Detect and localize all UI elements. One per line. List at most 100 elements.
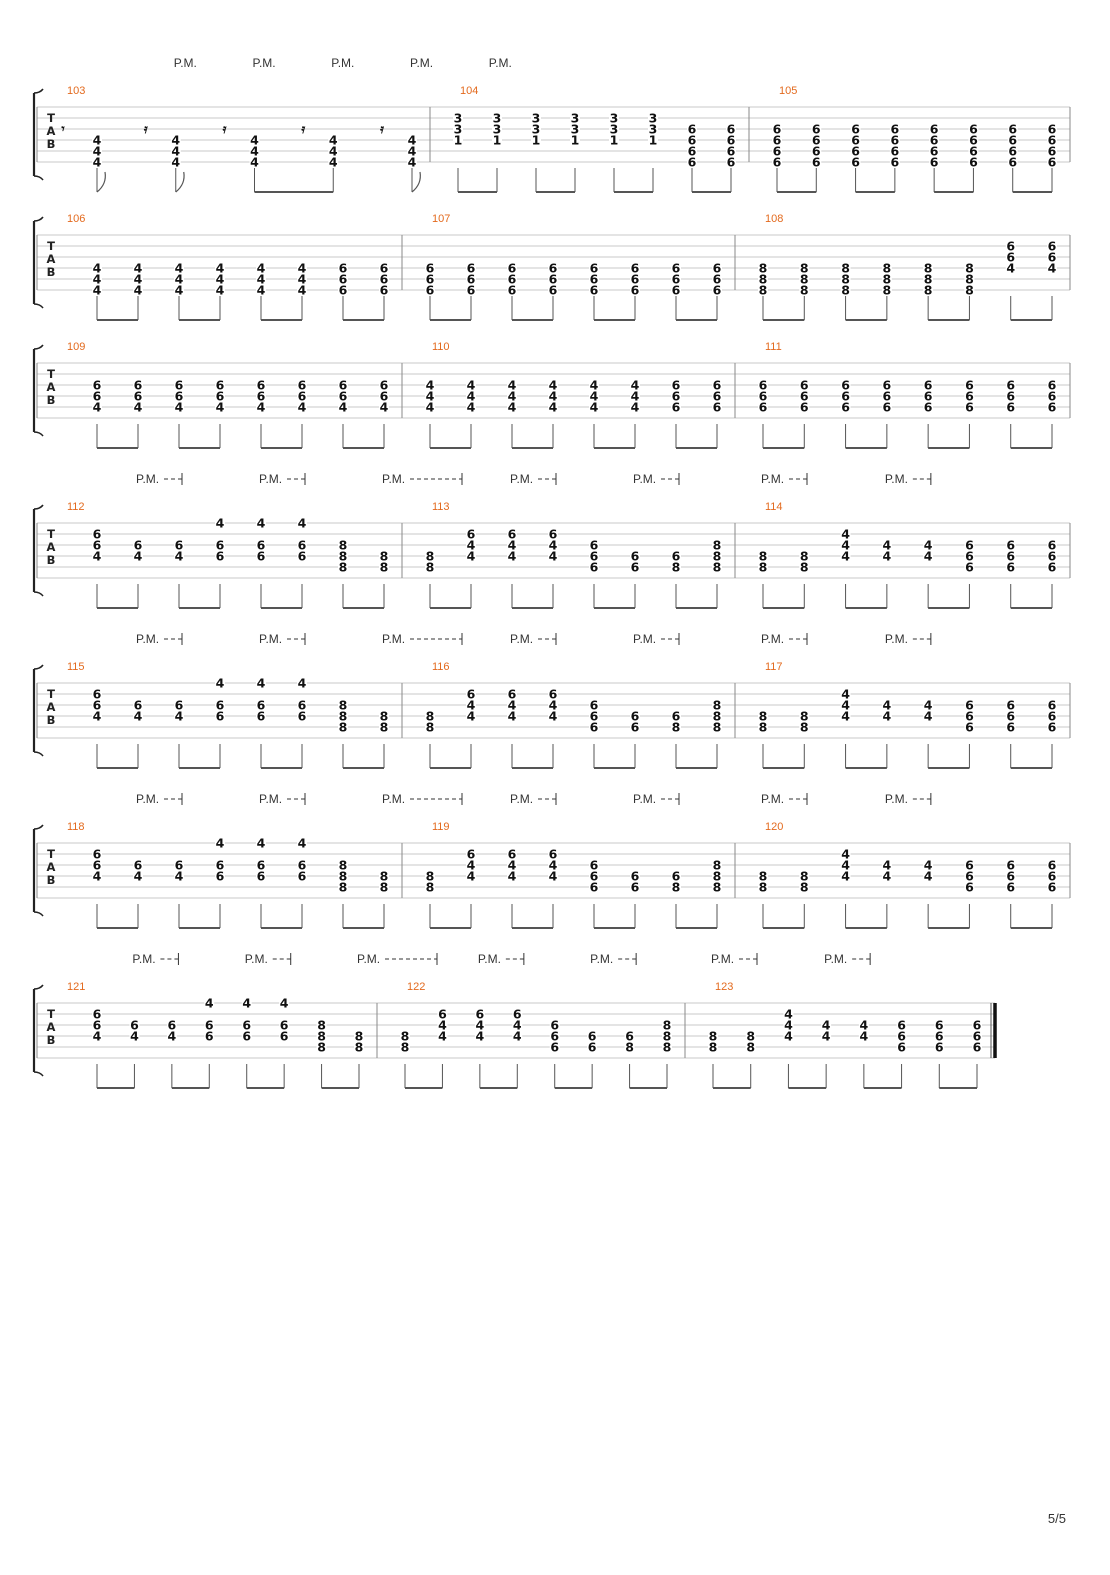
fret-number: 6: [1006, 858, 1015, 873]
fret-mask: [964, 273, 975, 285]
palm-mute-label: P.M.: [259, 472, 282, 486]
fret-number: 6: [759, 378, 768, 393]
fret-mask: [92, 848, 102, 860]
fret-number: 4: [93, 261, 102, 276]
fret-mask: [799, 273, 810, 285]
fret-mask: [624, 1041, 635, 1053]
fret-number: 6: [257, 709, 266, 724]
fret-number: 6: [550, 1040, 559, 1055]
fret-mask: [354, 1041, 364, 1053]
tab-clef-letter: T: [47, 1007, 55, 1021]
fret-mask: [881, 379, 892, 391]
fret-mask: [964, 539, 975, 551]
fret-mask: [531, 134, 541, 146]
fret-number: 8: [401, 1029, 410, 1044]
fret-mask: [215, 870, 225, 882]
fret-mask: [256, 390, 266, 402]
fret-number: 3: [649, 122, 658, 137]
fret-mask: [92, 528, 102, 540]
fret-number: 8: [355, 1029, 364, 1044]
fret-number: 8: [965, 261, 974, 276]
fret-mask: [338, 881, 348, 893]
fret-number: 6: [713, 400, 722, 415]
fret-number: 4: [175, 272, 184, 287]
fret-number: 6: [713, 378, 722, 393]
fret-number: 8: [663, 1040, 672, 1055]
measure-number: 113: [432, 501, 450, 513]
fret-number: 4: [175, 261, 184, 276]
fret-mask: [256, 273, 266, 285]
fret-mask: [379, 710, 389, 722]
fret-number: 4: [216, 516, 225, 531]
fret-mask: [328, 156, 339, 168]
fret-mask: [548, 539, 558, 551]
fret-number: 4: [841, 549, 850, 564]
fret-mask: [174, 550, 184, 562]
system-bracket-curl: [33, 504, 44, 597]
fret-mask: [241, 1019, 252, 1031]
fret-number: 6: [467, 527, 476, 542]
fret-mask: [92, 870, 102, 882]
fret-number: 4: [924, 549, 933, 564]
fret-number: 6: [1048, 549, 1057, 564]
fret-mask: [923, 550, 934, 562]
fret-number: 8: [759, 283, 768, 298]
fret-mask: [671, 721, 681, 733]
fret-mask: [1047, 859, 1057, 871]
fret-number: 4: [298, 400, 307, 415]
palm-mute-label: P.M.: [885, 632, 908, 646]
fret-number: 4: [476, 1029, 485, 1044]
fret-mask: [964, 859, 975, 871]
fret-number: 6: [134, 378, 143, 393]
measure-number: 120: [765, 821, 783, 833]
fret-number: 4: [298, 272, 307, 287]
fret-number: 8: [800, 283, 809, 298]
fret-mask: [589, 721, 599, 733]
fret-mask: [92, 1030, 102, 1042]
fret-mask: [923, 262, 934, 274]
fret-mask: [624, 1030, 635, 1042]
fret-number: 4: [257, 261, 266, 276]
fret-mask: [466, 401, 476, 413]
page-number: 5/5: [1048, 1511, 1066, 1526]
fret-mask: [1047, 262, 1057, 274]
fret-mask: [840, 273, 851, 285]
fret-number: 4: [93, 144, 102, 159]
fret-number: 6: [1048, 709, 1057, 724]
fret-mask: [531, 123, 541, 135]
fret-mask: [840, 401, 851, 413]
fret-number: 4: [257, 676, 266, 691]
fret-mask: [297, 539, 307, 551]
fret-mask: [671, 561, 681, 573]
fret-mask: [297, 859, 307, 871]
fret-number: 6: [242, 1029, 251, 1044]
fret-mask: [338, 390, 348, 402]
fret-number: 4: [134, 869, 143, 884]
fret-mask: [92, 134, 102, 146]
fret-number: 4: [841, 538, 850, 553]
fret-mask: [338, 699, 348, 711]
fret-number: 6: [590, 709, 599, 724]
fret-number: 6: [257, 549, 266, 564]
fret-mask: [548, 710, 558, 722]
fret-number: 6: [773, 133, 782, 148]
fret-mask: [92, 262, 102, 274]
fret-number: 6: [216, 538, 225, 553]
fret-number: 6: [891, 133, 900, 148]
measure-number: 114: [765, 501, 783, 513]
fret-mask: [297, 699, 307, 711]
tab-clef-letter: T: [47, 687, 55, 701]
fret-number: 6: [93, 389, 102, 404]
eighth-rest: 𝄾: [60, 121, 65, 136]
fret-number: 6: [298, 698, 307, 713]
palm-mute-label: P.M.: [136, 472, 159, 486]
fret-number: 6: [965, 389, 974, 404]
fret-number: 6: [380, 389, 389, 404]
fret-number: 6: [175, 538, 184, 553]
fret-number: 8: [339, 538, 348, 553]
eighth-rest: 𝄿: [300, 121, 306, 136]
fret-number: 6: [883, 378, 892, 393]
fret-number: 6: [280, 1029, 289, 1044]
